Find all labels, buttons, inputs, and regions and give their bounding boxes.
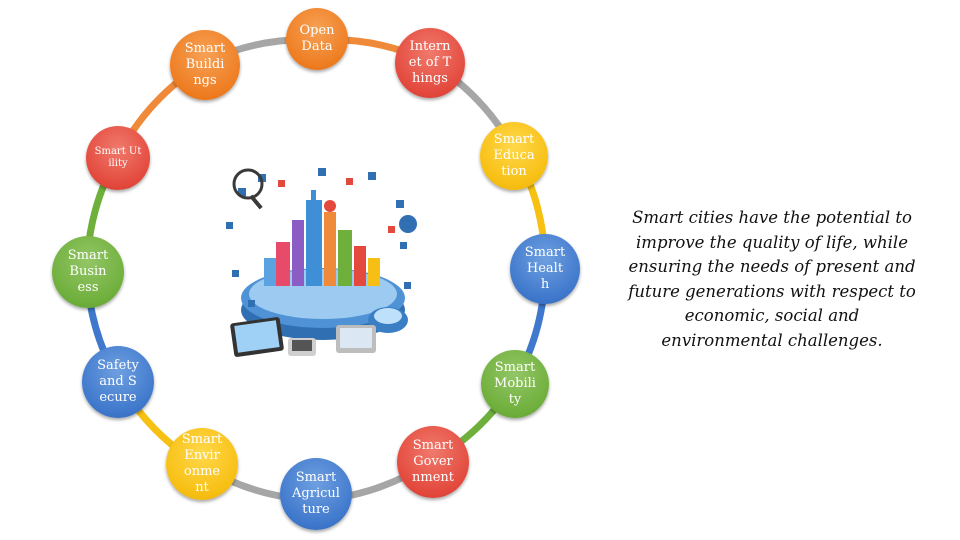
node-label: Smart Business — [67, 247, 109, 296]
node-smart-buildings: Smart Buildings — [170, 30, 240, 100]
node-label: Smart Education — [493, 131, 535, 180]
node-smart-environment: Smart Environment — [166, 428, 238, 500]
node-smart-business: Smart Business — [52, 236, 124, 308]
node-smart-mobility: Smart Mobility — [481, 350, 549, 418]
node-smart-education: Smart Education — [480, 122, 548, 190]
node-label: Smart Agriculture — [292, 469, 340, 518]
node-label: Safety and Secure — [97, 357, 139, 406]
node-open-data: Open Data — [286, 8, 348, 70]
node-safety-and-secure: Safety and Secure — [82, 346, 154, 418]
node-internet-of-things: Internet of Things — [395, 28, 465, 98]
node-label: Smart Mobility — [494, 359, 536, 408]
node-label: Internet of Things — [408, 38, 452, 87]
caption-text: Smart cities have the potential to impro… — [628, 208, 916, 350]
node-label: Smart Buildings — [184, 40, 226, 89]
node-label: Smart Government — [412, 437, 454, 486]
node-smart-utility: Smart Utility — [86, 126, 150, 190]
node-label: Open Data — [299, 22, 335, 54]
node-smart-health: Smart Health — [510, 234, 580, 304]
node-smart-government: Smart Government — [397, 426, 469, 498]
node-label: Smart Health — [524, 244, 566, 293]
node-smart-agriculture: Smart Agriculture — [280, 458, 352, 530]
node-label: Smart Environment — [181, 431, 223, 496]
node-label: Smart Utility — [94, 145, 142, 170]
smart-city-illustration-icon — [226, 168, 417, 357]
